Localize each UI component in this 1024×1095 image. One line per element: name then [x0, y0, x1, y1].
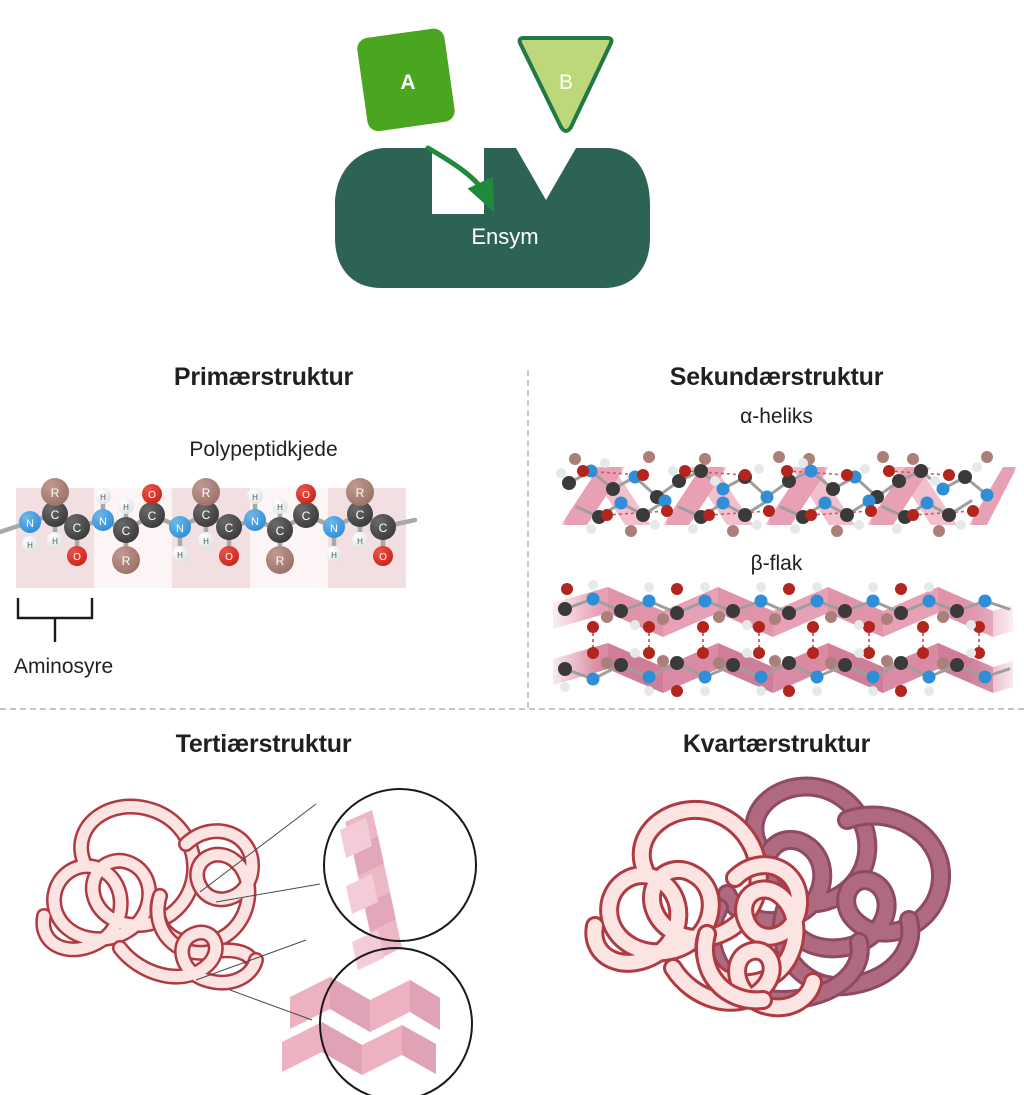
svg-text:N: N [176, 523, 184, 535]
svg-text:H: H [52, 537, 58, 546]
substrate-b-label: B [559, 71, 573, 94]
polypeptide-chain-label: Polypeptidkjede [189, 438, 338, 461]
svg-text:R: R [276, 554, 285, 568]
svg-text:H: H [277, 503, 283, 512]
primary-title: Primærstruktur [173, 363, 354, 391]
callout-leader-lines [195, 803, 321, 1021]
svg-text:C: C [202, 508, 211, 522]
svg-text:N: N [26, 518, 34, 530]
sheet-atoms-lower [558, 647, 992, 697]
substrate-a-label: A [400, 71, 415, 94]
svg-text:H: H [203, 537, 209, 546]
panel-divider-vertical [527, 370, 529, 708]
svg-text:H: H [252, 493, 258, 502]
tertiary-structure-diagram [35, 788, 477, 1095]
svg-text:C: C [148, 509, 157, 523]
svg-text:H: H [123, 503, 129, 512]
panel-secondary-structure: Sekundærstruktur α-heliks [529, 355, 1024, 708]
substrate-b [517, 36, 614, 133]
substrate-a [357, 28, 455, 132]
callout-helix-ribbon [340, 810, 402, 970]
tertiary-title: Tertiærstruktur [175, 730, 352, 758]
svg-text:O: O [73, 552, 81, 563]
panel-quaternary-structure: Kvartærstruktur [529, 712, 1024, 1095]
beta-sheet-diagram [553, 580, 1013, 697]
svg-text:R: R [51, 486, 60, 500]
svg-text:O: O [148, 490, 156, 501]
polypeptide-chain-diagram: N H C R H C O N H C H [0, 478, 418, 642]
svg-text:N: N [251, 516, 259, 528]
magnifier-circle-helix [323, 788, 477, 942]
quaternary-title: Kvartærstruktur [682, 730, 871, 758]
svg-text:C: C [356, 508, 365, 522]
svg-text:C: C [276, 524, 285, 538]
svg-text:N: N [99, 516, 107, 528]
svg-text:H: H [177, 551, 183, 560]
svg-text:O: O [302, 490, 310, 501]
folded-ribbon [35, 798, 264, 991]
aminosyre-label: Aminosyre [14, 655, 114, 678]
chain-atoms: N H C R H C O N H C H [19, 478, 396, 574]
subunit-light [584, 799, 823, 1018]
sheet-atoms-upper [558, 580, 992, 633]
svg-text:C: C [51, 508, 60, 522]
svg-text:C: C [379, 521, 388, 535]
svg-text:R: R [202, 486, 211, 500]
svg-text:R: R [122, 554, 131, 568]
svg-text:O: O [225, 552, 233, 563]
svg-text:O: O [379, 552, 387, 563]
svg-text:H: H [357, 537, 363, 546]
reaction-arrow-icon [425, 145, 495, 213]
sheet-hydrogen-bonds [592, 627, 980, 653]
svg-text:N: N [330, 523, 338, 535]
magnifier-circle-sheet [319, 947, 473, 1095]
alpha-helix-diagram [556, 451, 1017, 537]
callout-sheet-ribbon [282, 977, 440, 1075]
panel-tertiary-structure: Tertiærstruktur [0, 712, 527, 1095]
svg-text:H: H [27, 541, 33, 550]
svg-text:C: C [302, 509, 311, 523]
svg-text:C: C [73, 521, 82, 535]
quaternary-structure-diagram [584, 776, 951, 1018]
svg-text:H: H [100, 493, 106, 502]
aminosyre-bracket [16, 598, 94, 642]
svg-text:C: C [225, 521, 234, 535]
svg-text:R: R [356, 486, 365, 500]
panel-divider-horizontal [0, 708, 1024, 710]
enzyme-substrate-illustration: Ensym A B [0, 0, 1024, 330]
secondary-title: Sekundærstruktur [669, 363, 884, 391]
helix-atoms [556, 451, 994, 537]
alpha-helix-label: α-heliks [740, 405, 813, 428]
beta-sheet-label: β-flak [750, 552, 803, 575]
panel-primary-structure: Primærstruktur Polypeptidkjede [0, 355, 527, 708]
enzyme-label: Ensym [471, 224, 538, 249]
svg-text:C: C [122, 524, 131, 538]
enzyme-body [335, 148, 650, 288]
svg-text:H: H [331, 551, 337, 560]
